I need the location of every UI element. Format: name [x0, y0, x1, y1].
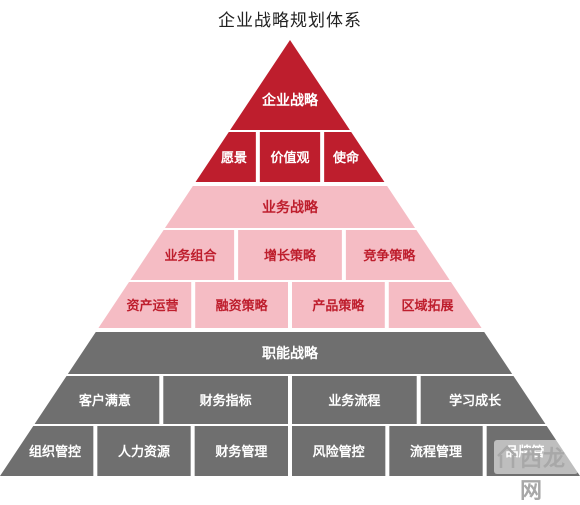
cell-label-corporate-0-0: 愿景: [221, 151, 247, 166]
band-functional-header: [67, 332, 513, 374]
band-business-header: [164, 186, 416, 228]
cell-label-business-1-2: 产品策略: [312, 298, 365, 314]
cell-label-functional-1-0: 组织管控: [29, 444, 81, 460]
cell-label-corporate-0-2: 使命: [332, 150, 360, 166]
band-label-corporate: 企业战略: [261, 92, 319, 109]
cell-label-functional-0-0: 客户满意: [79, 393, 131, 409]
cell-functional-1-1: [97, 426, 191, 476]
cell-label-functional-1-2: 财务管理: [215, 444, 267, 460]
pyramid-diagram: 企业战略规划体系 企业战略愿景 价值观 使命业务战略业务组合 增长策略 竞争策略资产运营…: [0, 11, 580, 504]
cell-label-business-1-1: 融资策略: [216, 298, 269, 314]
cell-corporate-0-1: [259, 132, 321, 182]
band-label-business: 业务战略: [262, 199, 319, 216]
cell-label-corporate-0-1: 价值观: [270, 150, 309, 166]
cell-functional-0-2: [292, 376, 417, 424]
watermark-backdrop: [494, 440, 578, 474]
cell-label-functional-1-1: 人力资源: [118, 444, 170, 460]
cell-functional-1-4: [389, 426, 483, 476]
cell-functional-1-3: [292, 426, 386, 476]
band-corporate-header: [230, 40, 350, 130]
cell-label-business-1-0: 资产运营: [126, 298, 178, 314]
cell-label-functional-0-1: 财务指标: [200, 393, 252, 409]
band-functional-row-0: [34, 376, 546, 424]
band-functional-row-1: [0, 426, 580, 476]
cell-label-business-0-0: 业务组合: [165, 248, 218, 264]
cell-label-business-1-3: 区域拓展: [402, 298, 455, 314]
cell-label-functional-0-3: 学习成长: [449, 393, 502, 409]
cell-label-functional-1-4: 流程管理: [410, 444, 462, 460]
cell-label-business-0-1: 增长策略: [264, 248, 317, 264]
cell-label-functional-1-3: 风险管控: [313, 444, 365, 460]
house-icon: [497, 445, 517, 468]
cell-label-business-0-2: 竞争策略: [363, 248, 416, 264]
watermark-text: 西龙网: [520, 447, 567, 504]
band-label-functional: 职能战略: [262, 345, 319, 362]
cell-functional-0-1: [163, 376, 288, 424]
cell-business-0-1: [238, 230, 342, 280]
cell-business-1-2: [292, 282, 385, 328]
cell-label-functional-0-2: 业务流程: [328, 393, 380, 409]
diagram-title: 企业战略规划体系: [218, 11, 362, 31]
cell-business-1-1: [195, 282, 288, 328]
cell-functional-1-2: [194, 426, 288, 476]
